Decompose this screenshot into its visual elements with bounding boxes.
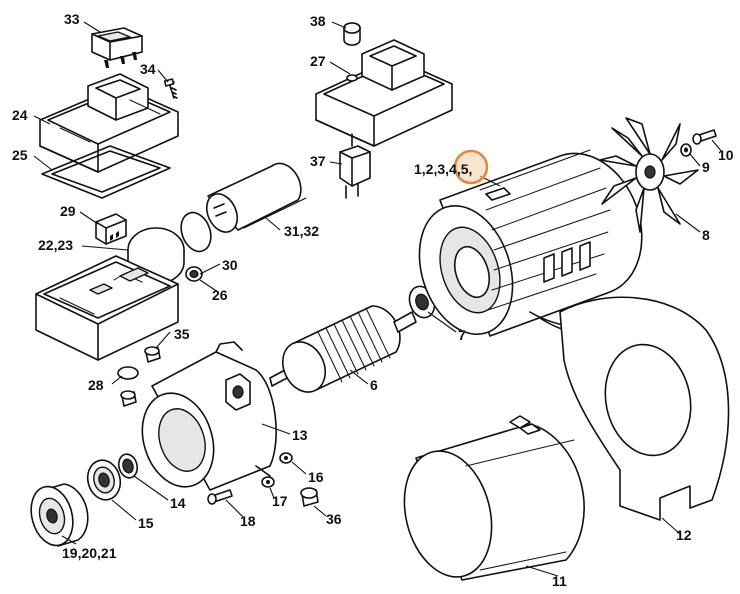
label-34: 34 — [140, 61, 156, 77]
label-31-32: 31,32 — [284, 223, 319, 239]
label-9: 9 — [702, 159, 710, 175]
part-14-seal — [117, 453, 139, 479]
label-10: 10 — [718, 147, 734, 163]
part-34-screw — [163, 78, 178, 99]
part-15-bearing — [86, 459, 122, 501]
part-plug-small — [120, 390, 137, 407]
part-36-plug — [300, 487, 319, 507]
label-19-21: 19,20,21 — [62, 545, 117, 561]
label-11: 11 — [552, 573, 567, 589]
label-22-23: 22,23 — [38, 237, 73, 253]
label-6: 6 — [370, 377, 378, 393]
label-26: 26 — [212, 287, 228, 303]
label-16: 16 — [308, 469, 324, 485]
part-8-fan — [599, 117, 699, 233]
label-8: 8 — [702, 227, 710, 243]
part-9-washer — [680, 143, 692, 157]
label-37: 37 — [310, 153, 326, 169]
part-38-cap — [343, 22, 361, 46]
part-24-cover — [39, 73, 179, 173]
label-17: 17 — [272, 493, 288, 509]
part-25-gasket — [41, 145, 171, 199]
label-33: 33 — [64, 11, 80, 27]
part-19-21-flange — [30, 483, 89, 547]
part-18-screw — [207, 489, 233, 505]
part-33-switch — [91, 27, 143, 68]
part-28-oring — [117, 366, 139, 380]
label-27: 27 — [310, 53, 326, 69]
part-16-washer — [279, 452, 293, 464]
part-17-washer — [261, 476, 275, 488]
part-4-highlight-marker — [453, 149, 489, 185]
label-24: 24 — [12, 107, 28, 123]
part-29-terminal — [95, 213, 127, 245]
label-36: 36 — [326, 511, 342, 527]
part-13-end-housing — [141, 341, 277, 491]
part-12-plate — [559, 296, 730, 521]
leader-lines — [33, 21, 723, 577]
part-11-housing — [403, 415, 585, 581]
label-13: 13 — [292, 427, 308, 443]
label-35: 35 — [174, 326, 190, 342]
label-1-5: 1,2,3,4,5, — [414, 161, 472, 177]
label-18: 18 — [240, 513, 256, 529]
part-1-5-stator — [418, 149, 643, 337]
label-14: 14 — [170, 495, 186, 511]
part-26-grommet — [185, 266, 203, 282]
label-15: 15 — [138, 515, 154, 531]
label-28: 28 — [88, 377, 104, 393]
part-37-relay — [339, 133, 371, 199]
part-27-cover — [315, 39, 453, 147]
part-31-32-capacitor — [205, 162, 307, 233]
label-12: 12 — [676, 527, 692, 543]
part-6-rotor — [269, 305, 417, 393]
label-25: 25 — [12, 147, 28, 163]
label-7: 7 — [458, 327, 466, 343]
label-29: 29 — [60, 203, 76, 219]
part-35-plug — [144, 346, 161, 363]
part-10-screw — [692, 129, 717, 145]
callout-labels: 33 34 24 25 29 22,23 35 28 38 27 37 31,3… — [12, 11, 734, 589]
part-30-oring — [180, 211, 212, 253]
part-22-23-switch-box — [35, 227, 185, 361]
label-30: 30 — [222, 257, 238, 273]
label-38: 38 — [310, 13, 326, 29]
